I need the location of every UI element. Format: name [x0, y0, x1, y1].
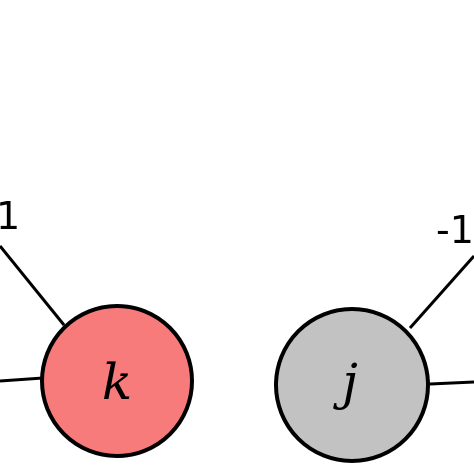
node-j-circle	[274, 307, 430, 463]
node-k-circle	[40, 304, 194, 458]
edge-k-left	[0, 376, 44, 383]
edge-j-upper-right	[408, 255, 474, 329]
node-j: j	[274, 307, 430, 463]
edge-label-right: -1	[436, 208, 474, 252]
edge-j-right	[429, 380, 474, 386]
edge-label-left: 1	[0, 194, 20, 238]
node-k-label: k	[102, 353, 132, 411]
node-k: k	[40, 304, 194, 458]
edge-k-upper-left	[0, 245, 66, 326]
